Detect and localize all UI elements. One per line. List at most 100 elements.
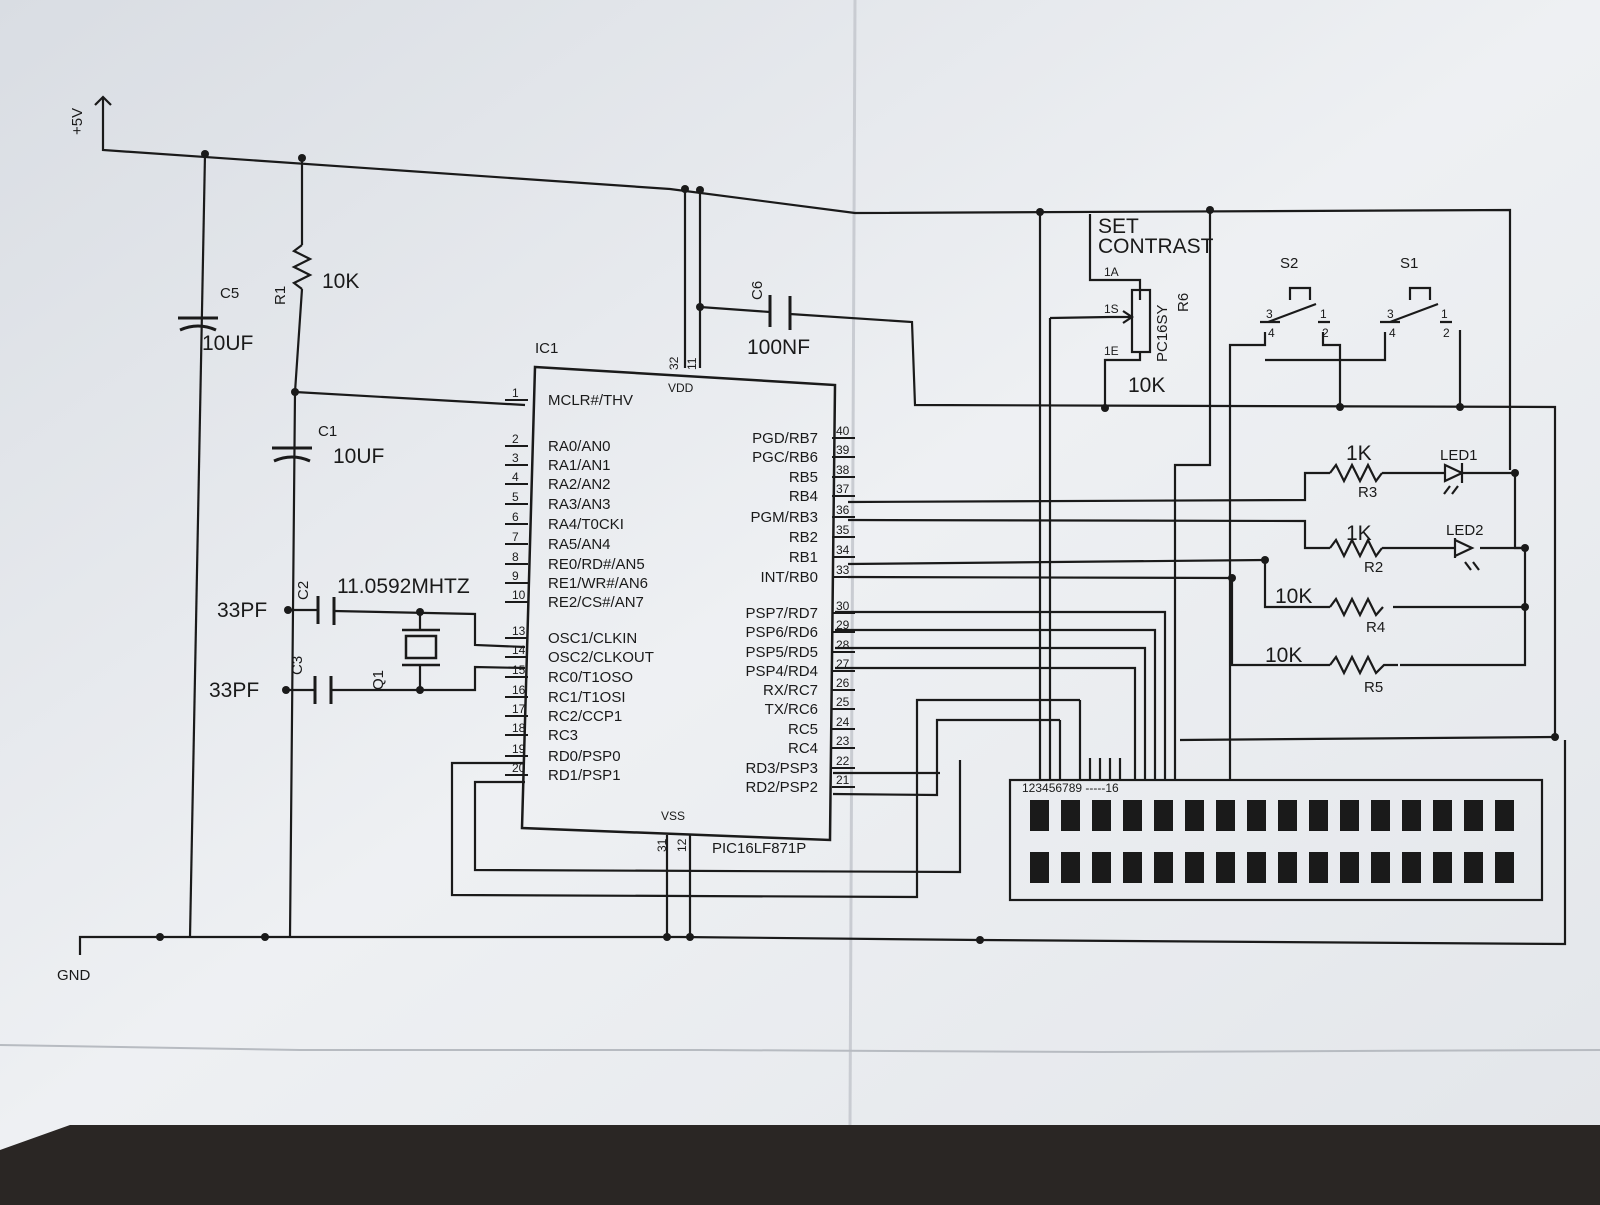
ic-pin-number: 18 [512, 721, 526, 735]
lcd-cell [1495, 852, 1514, 883]
r5-symbol [1329, 654, 1398, 676]
r4-symbol [1329, 596, 1384, 618]
c3-ref: C3 [289, 656, 306, 675]
ic-pin-number: 20 [512, 761, 526, 775]
ic-pin-name: RC2/CCP1 [548, 708, 622, 725]
paper-torn-edge [0, 1044, 1600, 1054]
ic-pin-name: RA2/AN2 [548, 476, 611, 493]
lcd-cell [1030, 800, 1049, 831]
ic1-body [520, 365, 837, 842]
ic-pin-number: 21 [836, 773, 850, 787]
s2-ref: S2 [1280, 255, 1298, 272]
ic-pin-name: MCLR#/THV [548, 392, 633, 409]
ic-pin-number: 35 [836, 523, 850, 537]
ic-pin-number: 7 [512, 530, 519, 544]
lcd-cell [1464, 800, 1483, 831]
lcd-cell [1433, 852, 1452, 883]
ic-pin-name: RC5 [788, 721, 818, 738]
ic1-ref: IC1 [535, 340, 558, 357]
r6-note-line1: SET [1098, 215, 1139, 238]
lcd-cell [1123, 800, 1142, 831]
ic-pin-name: PGM/RB3 [750, 509, 818, 526]
ic-pin-number: 36 [836, 503, 850, 517]
ic-pin-number: 9 [512, 569, 519, 583]
ic-pin-name: RA5/AN4 [548, 536, 611, 553]
r4-value: 10K [1275, 585, 1312, 608]
led2-ref: LED2 [1446, 522, 1484, 539]
led1-ref: LED1 [1440, 447, 1478, 464]
ic-pin-number: 37 [836, 482, 850, 496]
c3-value: 33PF [209, 679, 259, 702]
c1-value: 10UF [333, 445, 384, 468]
ic-pin-name: RB1 [789, 549, 818, 566]
ic-pin-name: RD2/PSP2 [745, 779, 818, 796]
led-symbols [1443, 463, 1480, 571]
lcd-cell [1402, 800, 1421, 831]
ic-pin-name: RA3/AN3 [548, 496, 611, 513]
gnd-label: GND [57, 967, 91, 984]
ic-pin-name: RE0/RD#/AN5 [548, 556, 645, 573]
ic-pin-name: RA4/T0CKI [548, 516, 624, 533]
svg-text:2: 2 [1443, 326, 1450, 340]
ic-pin-name: RD0/PSP0 [548, 748, 621, 765]
r6-note-line2: CONTRAST [1098, 235, 1214, 258]
lcd-cell [1340, 852, 1359, 883]
switch-symbols [1260, 286, 1452, 324]
ic-pin-name: RA0/AN0 [548, 438, 611, 455]
ic-pin-name: RA1/AN1 [548, 457, 611, 474]
ic-pin-name: PGD/RB7 [752, 430, 818, 447]
c2-value: 33PF [217, 599, 267, 622]
ic-pin-name: RC3 [548, 727, 578, 744]
ic1-vss-pin-12: 12 [675, 838, 689, 852]
ic-pin-number: 22 [836, 754, 850, 768]
r3-symbol [1329, 462, 1383, 484]
s1-ref: S1 [1400, 255, 1418, 272]
ic-pin-number: 23 [836, 734, 850, 748]
ic-pin-number: 15 [512, 663, 526, 677]
ic1-vss-label: VSS [661, 809, 685, 823]
lcd-cell [1185, 852, 1204, 883]
ic1-vdd-pin-11: 11 [685, 357, 699, 370]
ic-pin-number: 2 [512, 432, 519, 446]
lcd-cell [1216, 852, 1235, 883]
ic-pin-number: 6 [512, 510, 519, 524]
ic-pin-name: RX/RC7 [763, 682, 818, 699]
lcd-cell [1061, 852, 1080, 883]
capacitor-symbols [178, 295, 792, 704]
ic-pin-name: PSP4/RD4 [745, 663, 818, 680]
lcd-cell [1371, 800, 1390, 831]
lcd-cell [1030, 852, 1049, 883]
ic-pin-number: 8 [512, 550, 519, 564]
svg-text:2: 2 [1322, 326, 1329, 340]
lcd-cell [1216, 800, 1235, 831]
c6-symbol [768, 295, 792, 330]
lcd-pin-label: 123456789 -----16 [1022, 781, 1119, 795]
lcd-cell [1495, 800, 1514, 831]
ic-pin-number: 30 [836, 599, 850, 613]
r2-symbol [1329, 537, 1383, 559]
r3-value: 1K [1346, 442, 1372, 465]
ic-pin-name: RD3/PSP3 [745, 760, 818, 777]
lcd-cell [1092, 800, 1111, 831]
ic-pin-name: PSP7/RD7 [745, 605, 818, 622]
ic-pin-name: RB5 [789, 469, 818, 486]
lcd-cell [1247, 800, 1266, 831]
ic-pin-number: 14 [512, 643, 526, 657]
ic-pin-name: PGC/RB6 [752, 449, 818, 466]
r1-value: 10K [322, 270, 359, 293]
pot-r6-symbol [1110, 288, 1152, 354]
ic-pin-number: 25 [836, 695, 850, 709]
junction-dots [156, 150, 1559, 944]
resistor-symbols [1329, 462, 1398, 676]
lcd-cell [1433, 800, 1452, 831]
r6-pin-1e: 1E [1104, 344, 1119, 358]
lcd-cell [1092, 852, 1111, 883]
svg-text:4: 4 [1268, 326, 1275, 340]
ic-pin-number: 26 [836, 676, 850, 690]
s1-symbol [1380, 286, 1452, 324]
ic-pin-number: 39 [836, 443, 850, 457]
